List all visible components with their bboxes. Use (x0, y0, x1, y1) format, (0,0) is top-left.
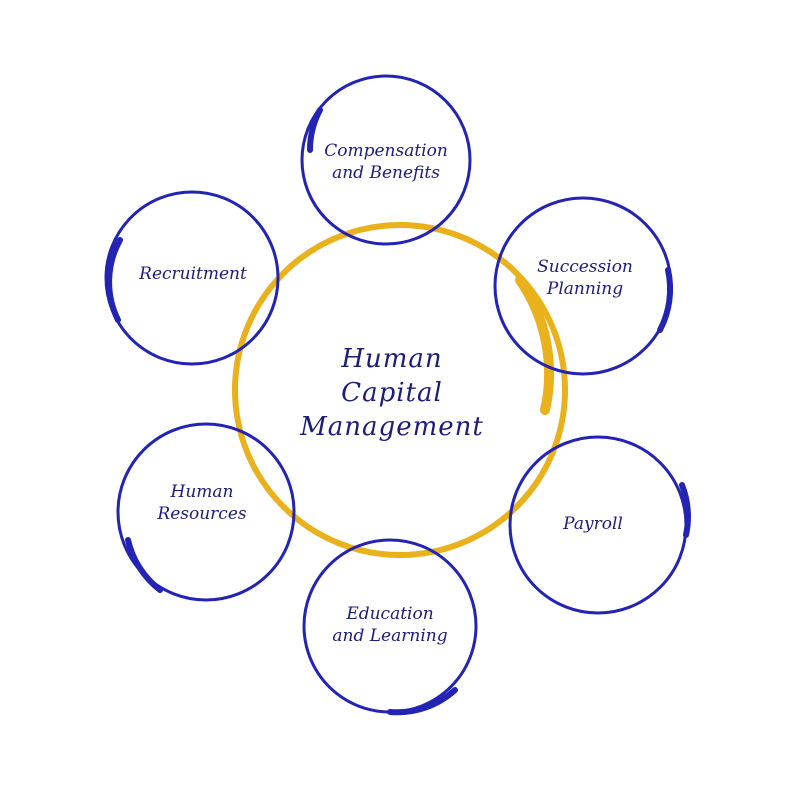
node-ring-human-resources (116, 422, 296, 602)
brush-accent (125, 537, 163, 593)
center-label: Human Capital Management (300, 344, 484, 442)
brush-accent (679, 482, 691, 538)
brush-accent (657, 267, 674, 333)
center-ring (232, 222, 568, 558)
node-label-succession: Succession Planning (537, 257, 633, 299)
node-ring-recruitment (104, 190, 280, 366)
node-label-human-resources: Human Resources (157, 482, 247, 524)
center-ring-stroke-accent (515, 275, 554, 415)
node-label-compensation: Compensation and Benefits (324, 141, 448, 183)
node-label-recruitment: Recruitment (139, 264, 247, 284)
brush-accent (306, 107, 323, 153)
brush-accent (106, 237, 123, 323)
node-label-payroll: Payroll (563, 514, 623, 534)
brush-accent (387, 687, 458, 716)
node-ring-compensation (300, 74, 472, 246)
node-label-education: Education and Learning (332, 604, 448, 646)
